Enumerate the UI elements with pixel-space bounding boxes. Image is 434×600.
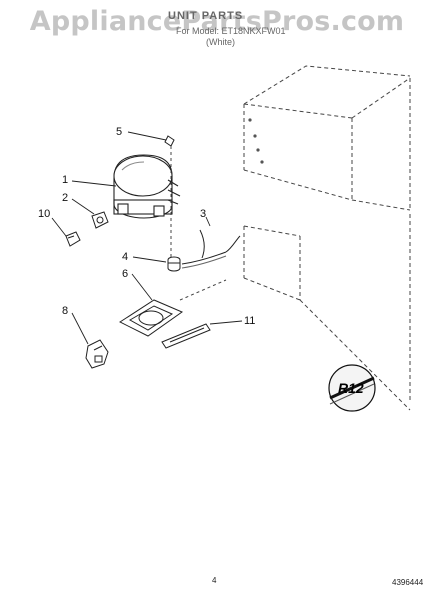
- callout-2: 2: [62, 192, 69, 204]
- refrigerant-symbol: [328, 364, 376, 412]
- callout-4: 4: [122, 251, 129, 263]
- callout-1: 1: [62, 174, 69, 186]
- compressor: [113, 154, 181, 219]
- mounting-plate: [118, 299, 184, 337]
- diagram-note: (White): [206, 37, 235, 47]
- bracket-part-11: [161, 323, 211, 349]
- callout-10: 10: [38, 208, 51, 220]
- diagram-title: UNIT PARTS: [168, 10, 244, 22]
- callout-8: 8: [62, 305, 69, 317]
- callout-6: 6: [122, 268, 129, 280]
- page-number: 4: [212, 576, 217, 585]
- tube-part-3: [181, 229, 241, 269]
- relay-part-8: [85, 339, 109, 369]
- clip-part-4: [167, 256, 181, 272]
- refrigerant-label: R12: [338, 380, 364, 396]
- document-number: 4396444: [392, 578, 424, 587]
- grommet: [91, 211, 109, 229]
- mounting-nut: [65, 231, 81, 247]
- pin-part-5: [164, 135, 175, 147]
- callout-11: 11: [244, 315, 256, 327]
- watermark: AppliancePartsPros.com: [29, 6, 405, 37]
- cabinet-screws: [248, 118, 264, 164]
- cabinet-outline: [243, 65, 411, 411]
- leader-lines: [51, 131, 243, 345]
- diagram-subtitle: For Model: ET18NKXFW01: [176, 26, 286, 36]
- callout-3: 3: [200, 208, 207, 220]
- callout-5: 5: [116, 126, 123, 138]
